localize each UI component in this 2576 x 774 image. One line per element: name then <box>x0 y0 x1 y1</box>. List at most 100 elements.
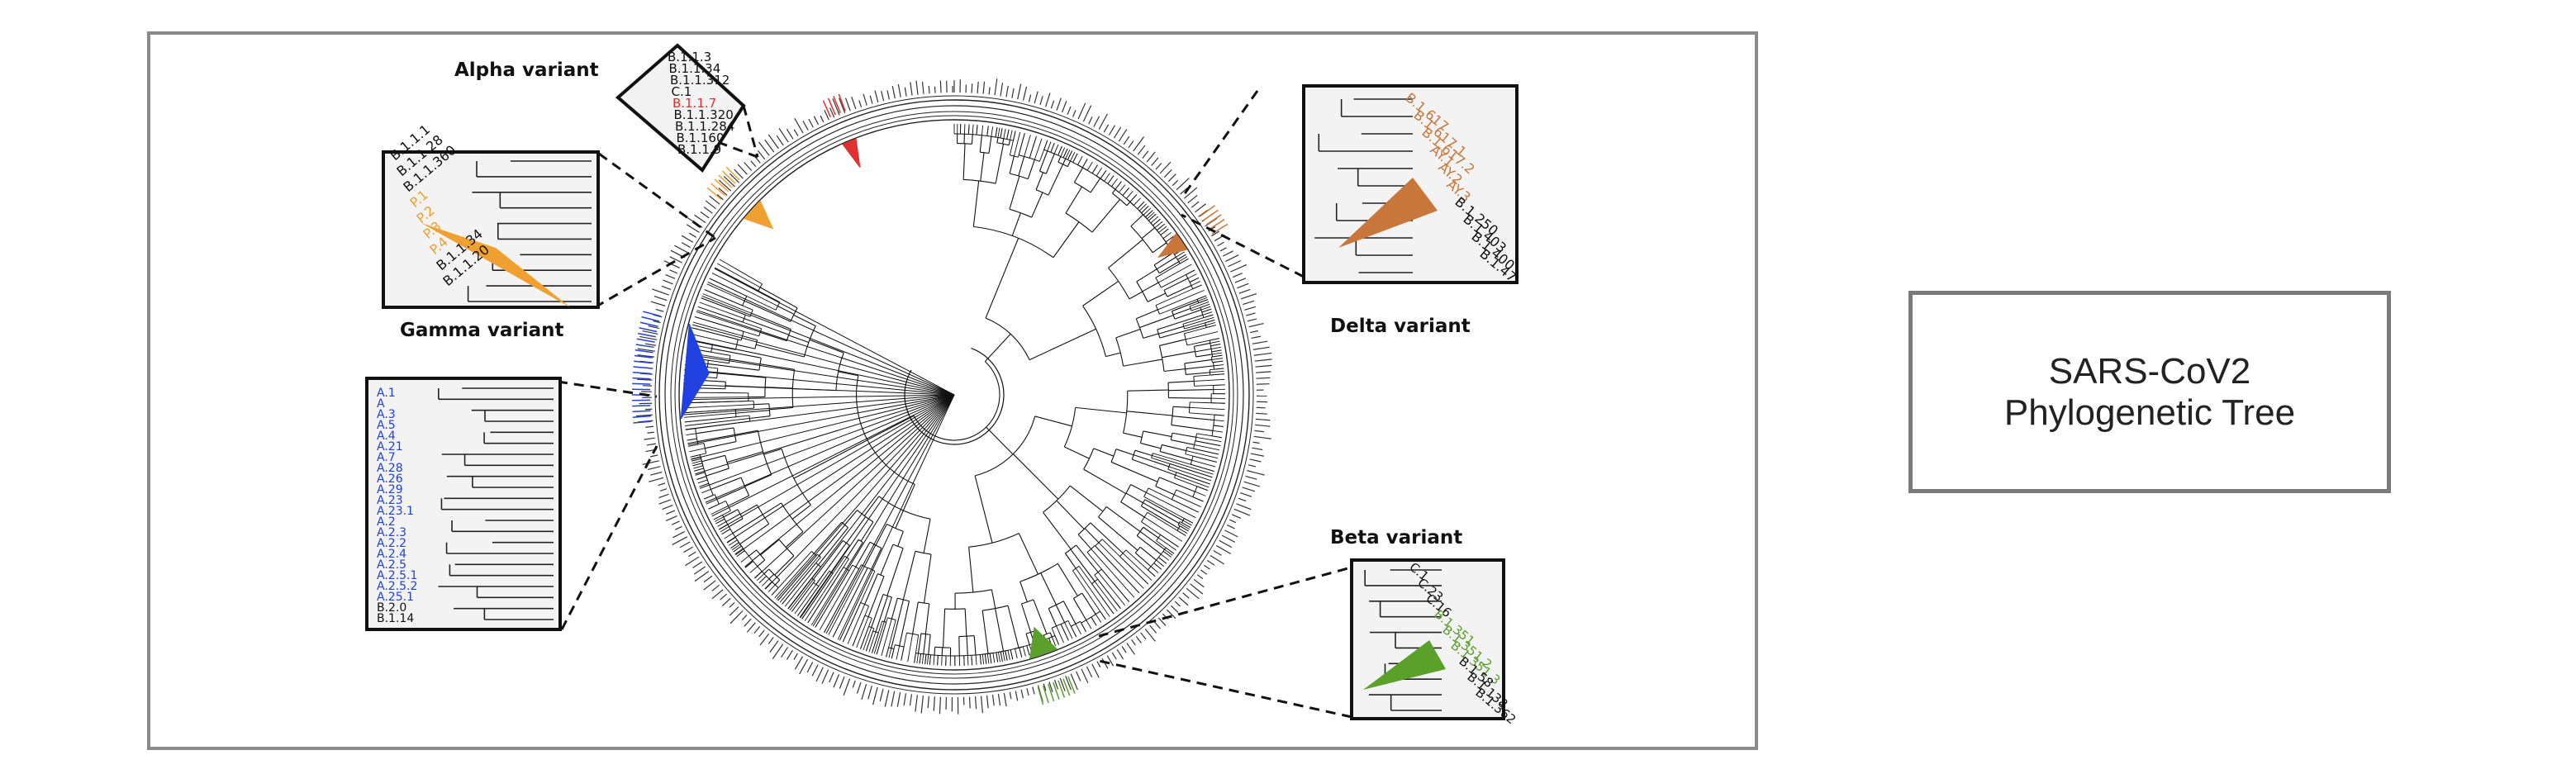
tip-branch <box>1072 153 1078 163</box>
tree-branch <box>725 513 741 523</box>
alpha-inset-frame <box>615 43 746 173</box>
lineage-a-ray <box>825 394 955 634</box>
connector-line <box>560 445 658 630</box>
tree-arc <box>1136 281 1148 302</box>
tip-branch <box>1010 130 1013 140</box>
tip-branch <box>801 572 834 620</box>
tip-label-mark <box>646 443 656 446</box>
tree-branch <box>735 410 770 414</box>
tip-branch <box>967 655 969 666</box>
tip-label-mark <box>1088 116 1093 125</box>
tree-branch <box>1045 153 1055 174</box>
tree-branch <box>813 521 843 554</box>
tip-label-mark <box>1011 88 1015 98</box>
tree-branch <box>844 510 858 525</box>
tree-branch <box>1056 500 1085 529</box>
tree-branch <box>1139 531 1165 550</box>
tree-arc <box>1021 599 1034 605</box>
tree-arc <box>980 653 986 655</box>
tree-branch <box>1020 603 1032 633</box>
tree-branch <box>1049 632 1053 638</box>
tip-branch <box>975 654 977 665</box>
gamma-clade-labels <box>706 187 722 201</box>
tree-branch <box>968 547 974 593</box>
tip-label-mark <box>1228 259 1242 268</box>
tree-arc <box>913 361 1000 441</box>
tip-label-mark <box>1076 671 1081 681</box>
tip-label-mark <box>939 80 942 93</box>
tree-branch <box>1136 535 1162 555</box>
tree-arc <box>1123 391 1129 434</box>
tip-label-mark <box>793 653 798 660</box>
tree-branch <box>1186 372 1210 375</box>
tree-arc <box>918 601 929 605</box>
tree-branch <box>1105 352 1121 358</box>
tip-branch <box>1187 273 1197 279</box>
tip-branch <box>733 545 742 553</box>
tip-label-mark <box>863 93 867 106</box>
tip-label-mark <box>1167 173 1176 183</box>
tree-arc <box>1129 202 1138 210</box>
tip-branch <box>856 616 869 648</box>
tree-branch <box>1171 424 1214 431</box>
tip-label-mark <box>820 115 825 123</box>
gamma-clade-labels <box>725 166 740 181</box>
tree-branch <box>996 137 999 143</box>
tip-label-mark <box>815 667 824 682</box>
tree-branch <box>1125 492 1143 504</box>
tree-branch <box>819 525 846 557</box>
tip-label-mark <box>1039 96 1043 106</box>
tip-branch <box>1000 651 1003 662</box>
tree-branch <box>860 521 874 542</box>
tree-arc <box>915 550 932 555</box>
tree-branch <box>928 634 931 655</box>
tree-branch <box>791 504 811 520</box>
tip-label-mark <box>1126 643 1135 655</box>
tip-branch <box>709 278 777 311</box>
tree-arc <box>768 568 781 581</box>
alpha-clade <box>842 138 861 168</box>
tree-arc <box>1082 305 1106 357</box>
root-arc <box>904 348 1005 445</box>
tree-arc <box>1192 486 1198 497</box>
tip-branch <box>1213 425 1224 427</box>
tip-branch <box>1178 256 1188 263</box>
tree-branch <box>1098 516 1138 551</box>
inset-tip-label: A.5 <box>377 419 396 432</box>
tip-branch <box>721 529 731 535</box>
tip-label-mark <box>778 127 789 143</box>
tip-branch <box>1193 373 1225 378</box>
tip-label-mark <box>986 695 989 709</box>
tree-branch <box>1025 633 1030 645</box>
tip-label-mark <box>1225 254 1239 262</box>
tree-branch <box>1009 155 1015 174</box>
tree-branch <box>760 539 780 556</box>
tip-branch <box>1051 636 1057 647</box>
tip-label-mark <box>1229 519 1237 524</box>
tip-label-mark <box>1240 491 1252 497</box>
tip-branch <box>1094 581 1118 612</box>
tree-branch <box>769 406 793 411</box>
tip-label-mark <box>903 693 907 706</box>
tip-branch <box>784 564 819 607</box>
tree-arc <box>1153 264 1160 273</box>
tip-branch <box>914 634 920 663</box>
tip-branch <box>872 632 879 653</box>
tip-branch <box>1080 621 1086 632</box>
tip-label-mark <box>1077 102 1086 120</box>
tree-branch <box>912 601 919 634</box>
tree-branch <box>1029 328 1096 361</box>
tip-label-mark <box>653 320 661 324</box>
beta-clade-labels <box>1057 680 1066 698</box>
tree-branch <box>749 549 757 557</box>
tip-label-mark <box>672 536 688 545</box>
tree-arc <box>1171 311 1176 320</box>
lineage-a-ray <box>707 282 955 396</box>
inset-tip-label: B.1.1.7 <box>673 96 716 111</box>
tip-branch <box>687 441 698 444</box>
tree-branch <box>1147 292 1167 302</box>
tip-branch <box>686 433 696 436</box>
tip-label-mark <box>1252 346 1270 350</box>
inset-tip-label: B.1.1.320 <box>674 107 734 122</box>
tree-branch <box>867 415 915 441</box>
